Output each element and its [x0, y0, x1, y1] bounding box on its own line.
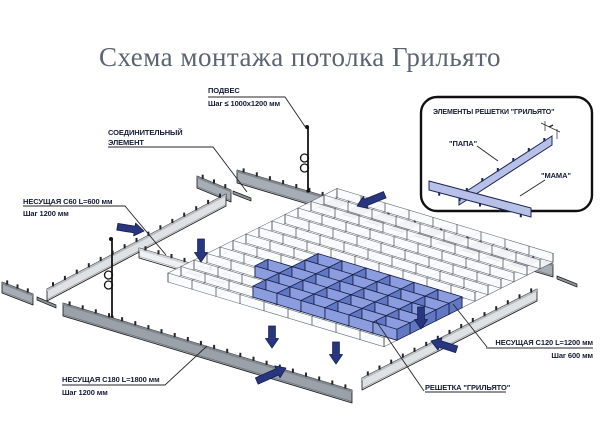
- label-mama: "МАМА": [541, 171, 571, 180]
- label-podves-line1: ПОДВЕС: [208, 86, 240, 95]
- assembly-arrows: [116, 191, 459, 385]
- label-c180-line1: НЕСУЩАЯ С180 L=1800 мм: [62, 375, 160, 384]
- label-connector-line1: СОЕДИНИТЕЛЬНЫЙ: [108, 128, 183, 137]
- label-c120-line1: НЕСУЩАЯ С120 L=1200 мм: [495, 338, 593, 347]
- label-c60-line1: НЕСУЩАЯ С60 L=600 мм: [23, 197, 113, 206]
- label-connector-line2: ЭЛЕМЕНТ: [108, 138, 144, 147]
- page-title: Схема монтажа потолка Грильято: [98, 42, 502, 72]
- label-podves-line2: Шаг ≤ 1000х1200 мм: [208, 99, 281, 108]
- label-c180-line2: Шаг 1200 мм: [62, 388, 108, 397]
- label-grille: РЕШЕТКА "ГРИЛЬЯТО": [425, 383, 511, 392]
- label-c60-line2: Шаг 1200 мм: [23, 209, 69, 218]
- hangers: [103, 125, 310, 319]
- label-papa: "ПАПА": [449, 139, 478, 148]
- leader-lines: [23, 96, 593, 393]
- inset-title: ЭЛЕМЕНТЫ РЕШЕТКИ "ГРИЛЬЯТО": [433, 109, 555, 116]
- inset-box: [419, 95, 594, 218]
- blue-grille: [252, 252, 463, 341]
- label-c120-line2: Шаг 600 мм: [551, 351, 593, 360]
